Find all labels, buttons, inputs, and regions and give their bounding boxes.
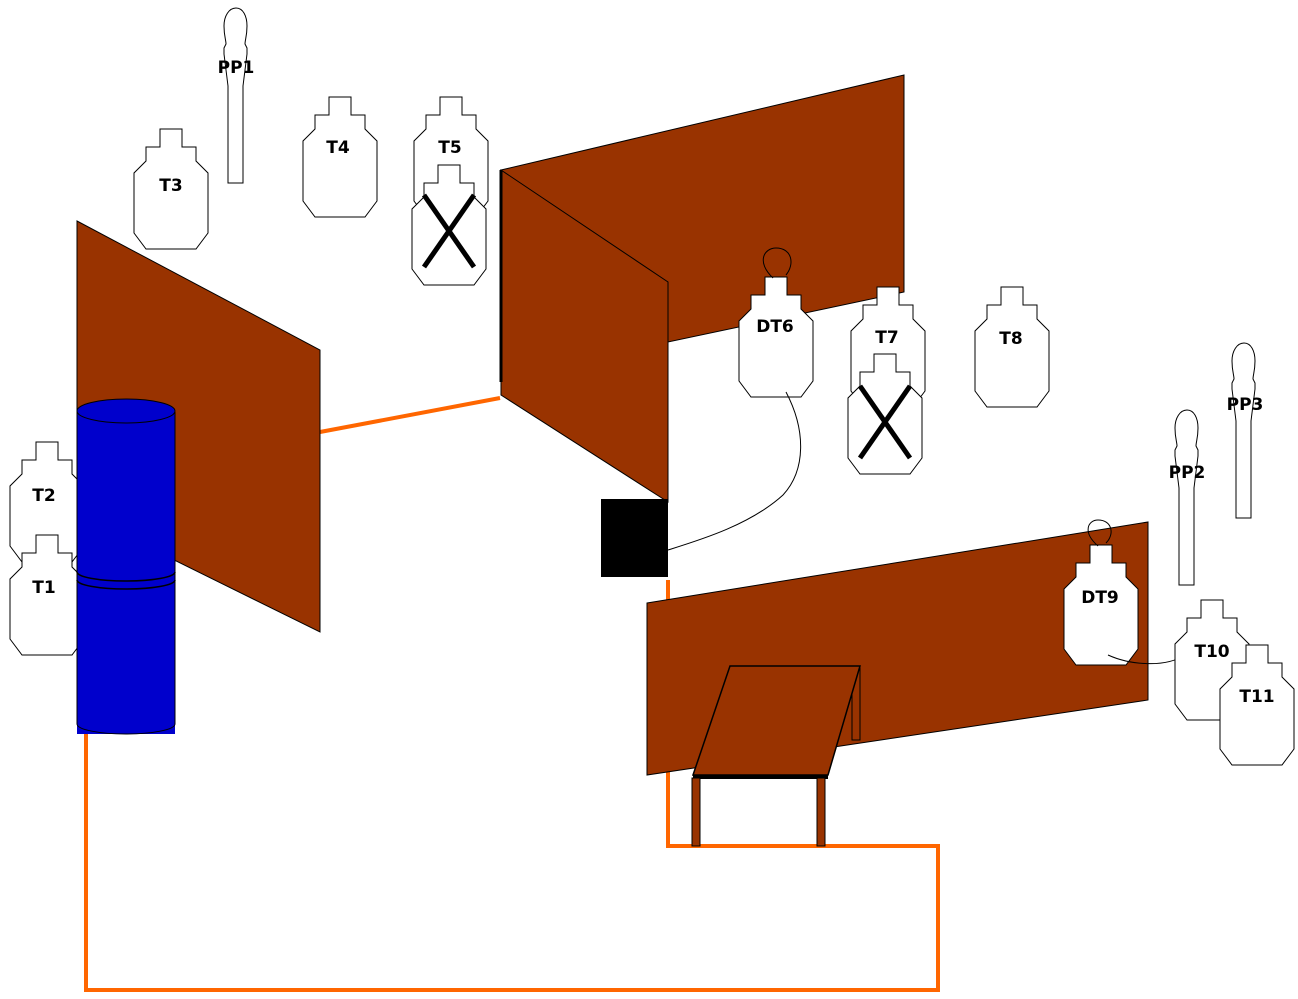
target-label-t5: T5 — [438, 138, 461, 158]
swinger-pivot-dt6 — [762, 247, 792, 279]
swinger-pivot-dt9 — [1087, 519, 1112, 547]
table-leg — [691, 777, 701, 847]
fault-lines — [84, 396, 940, 992]
table — [691, 665, 862, 847]
fault-line-upper — [319, 396, 501, 434]
target-label-t10: T10 — [1194, 642, 1229, 662]
target-label-t3: T3 — [159, 176, 182, 196]
target-label-t8: T8 — [999, 329, 1022, 349]
shooting-box — [601, 499, 668, 577]
target-label-t11: T11 — [1239, 687, 1274, 707]
popper-label-pp2: PP2 — [1169, 463, 1206, 483]
popper-label-pp1: PP1 — [218, 58, 255, 78]
target-label-dt6: DT6 — [756, 317, 794, 337]
popper-pp3 — [1231, 342, 1256, 519]
target-label-t1: T1 — [32, 578, 55, 598]
popper-pp1 — [223, 7, 248, 184]
target-label-t7: T7 — [875, 328, 898, 348]
target-label-t2: T2 — [32, 486, 55, 506]
target-label-t4: T4 — [326, 138, 350, 158]
table-leg — [816, 777, 826, 847]
activation-cable-dt6 — [667, 391, 802, 551]
popper-label-pp3: PP3 — [1227, 395, 1264, 415]
target-label-dt9: DT9 — [1081, 588, 1119, 608]
popper-pp2 — [1174, 409, 1199, 586]
fault-line-perimeter — [84, 580, 940, 992]
no-shoot-target-2 — [847, 353, 923, 475]
barrel-stack — [76, 398, 176, 735]
no-shoot-target-1 — [411, 164, 487, 286]
